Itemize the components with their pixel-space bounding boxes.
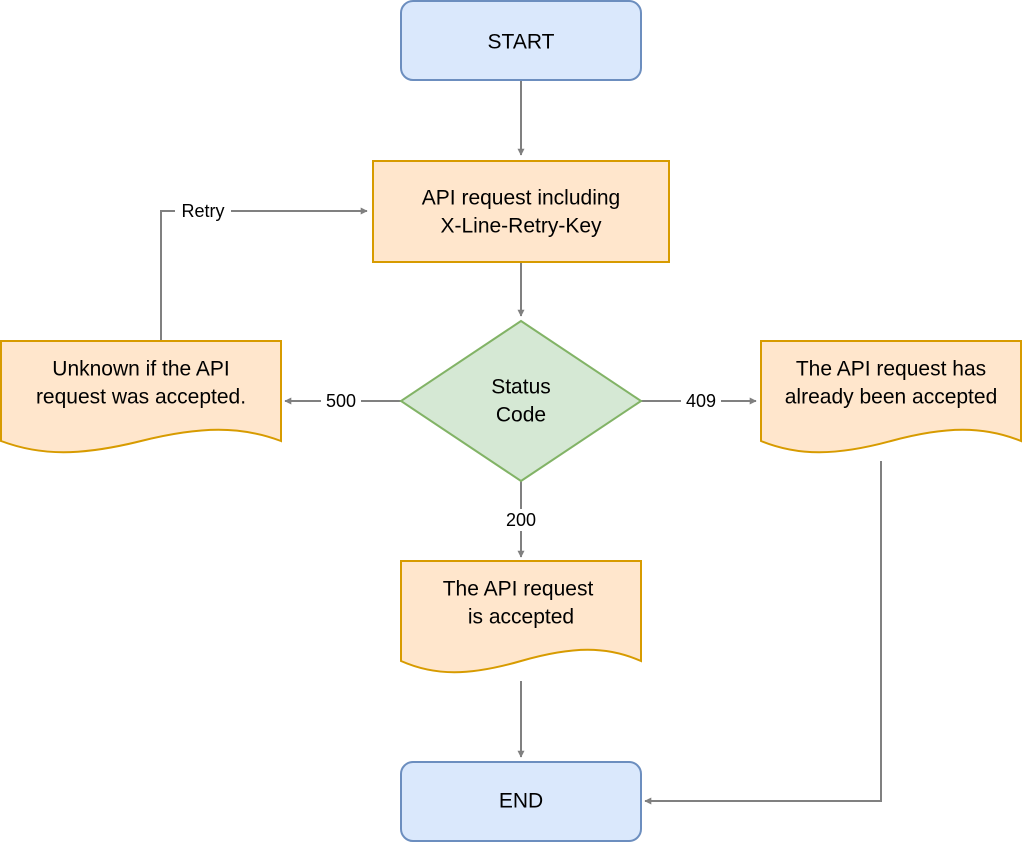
node-accepted: The API request is accepted [400,560,642,674]
node-already-accepted-line-1: The API request has [796,358,986,381]
node-end-label: END [499,790,543,813]
edge-500: 500 [284,390,401,412]
node-already-accepted-line-2: already been accepted [785,386,998,409]
edge-retry: Retry [160,200,368,340]
edge-label-retry: Retry [181,201,224,221]
edge-already-accepted-to-end [644,461,882,805]
node-status-code-line-2: Code [496,404,546,427]
edge-label-200: 200 [506,510,536,530]
node-unknown: Unknown if the API request was accepted. [0,340,282,454]
node-api-request-line-1: API request including [422,187,620,210]
node-accepted-line-1: The API request [443,578,594,601]
node-start-label: START [488,31,555,54]
node-api-request-line-2: X-Line-Retry-Key [440,215,602,238]
node-accepted-line-2: is accepted [468,606,574,629]
node-already-accepted: The API request has already been accepte… [760,340,1022,454]
edge-409: 409 [641,390,757,412]
node-end: END [400,761,642,842]
node-api-request: API request including X-Line-Retry-Key [372,160,670,263]
edge-label-409: 409 [686,391,716,411]
node-status-code: Status Code [399,319,643,483]
node-unknown-line-1: Unknown if the API [52,358,229,381]
node-unknown-line-2: request was accepted. [36,386,246,409]
edge-200: 200 [501,481,541,558]
node-status-code-line-1: Status [491,376,551,399]
node-start: START [400,0,642,81]
edge-label-500: 500 [326,391,356,411]
